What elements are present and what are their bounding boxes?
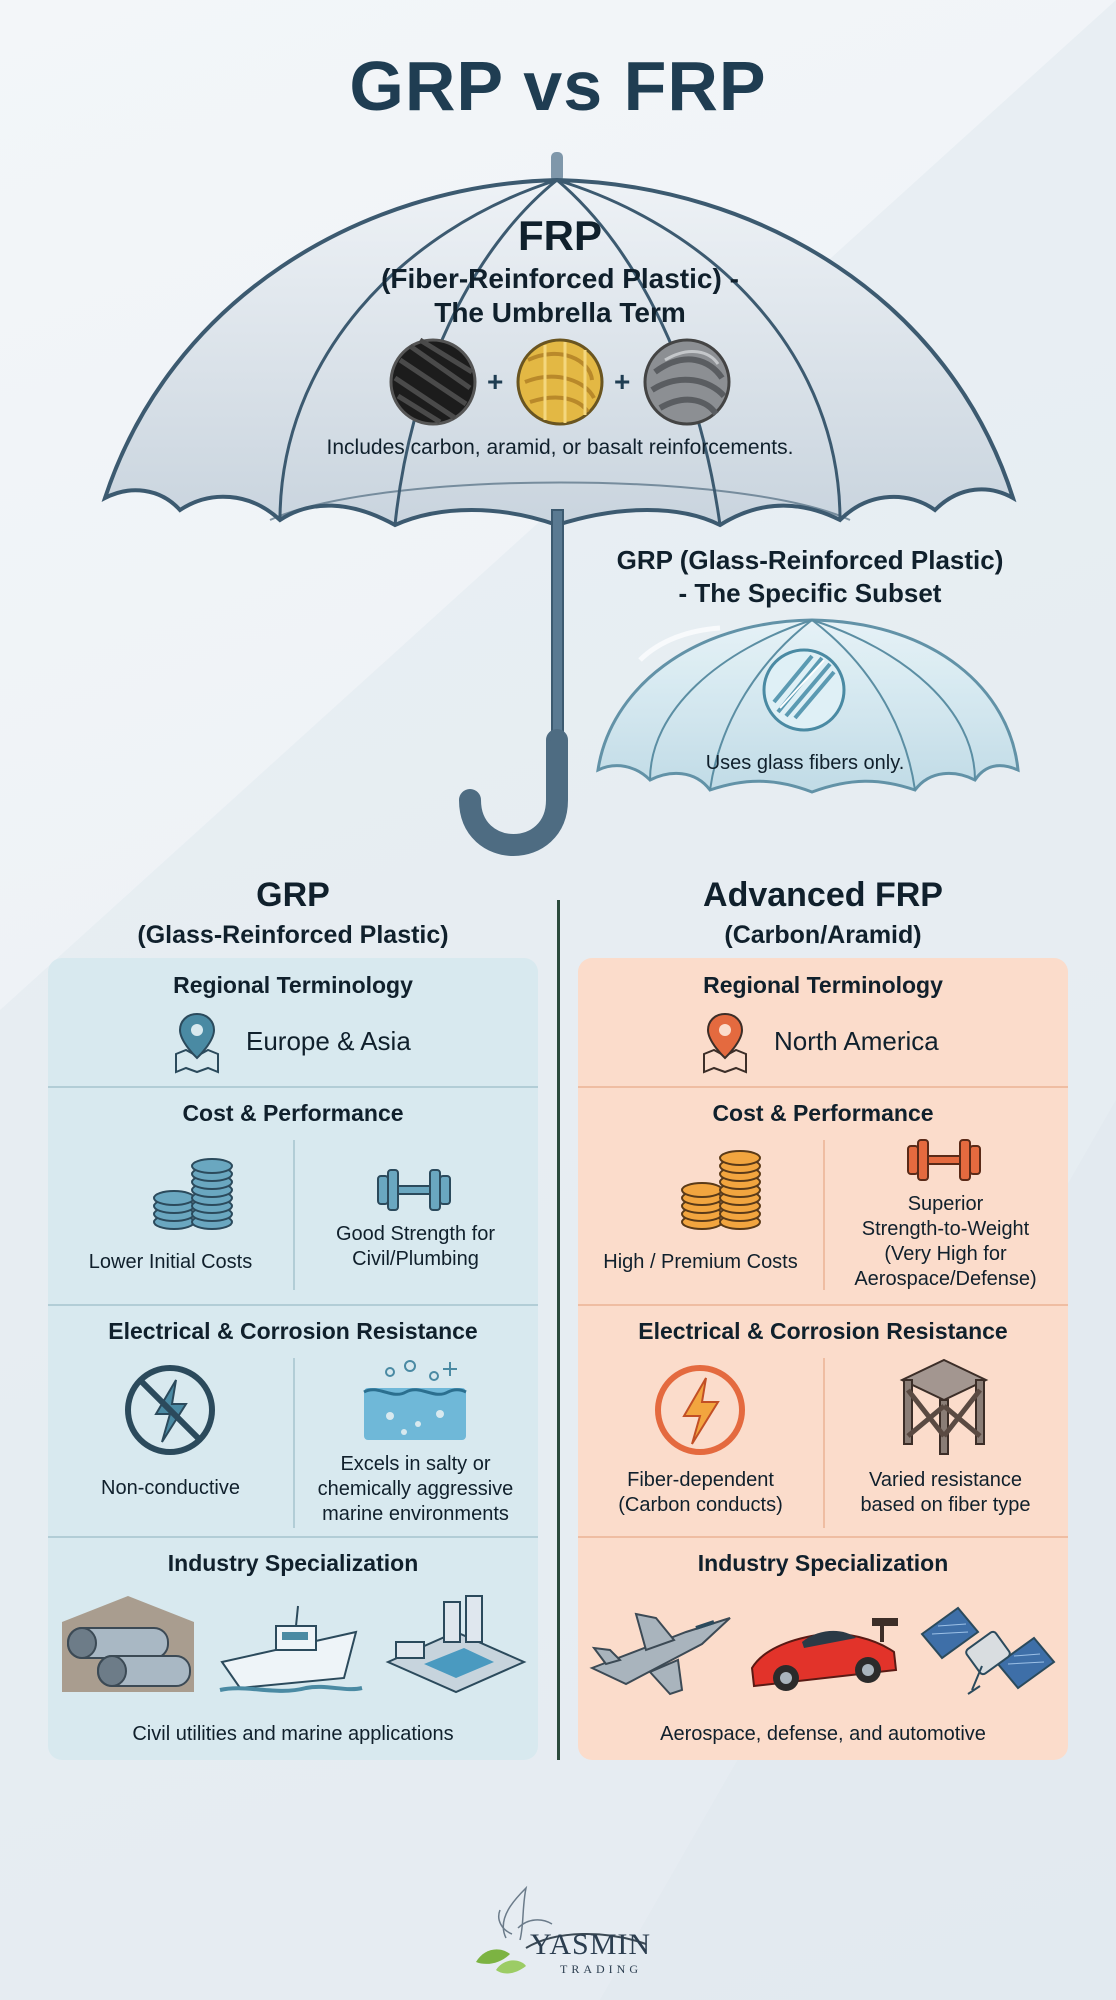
frp-corrosion-line-2: based on fiber type (860, 1494, 1031, 1516)
frp-subheading: (Carbon/Aramid) (724, 921, 922, 949)
frp-title: FRP (518, 212, 602, 259)
grp-cost-text: Lower Initial Costs (88, 1251, 253, 1273)
frp-elec-line-1: Fiber-dependent (627, 1469, 774, 1491)
grp-subset-title: GRP (Glass-Reinforced Plastic) - The Spe… (560, 544, 1060, 610)
frp-industry-title: Industry Specialization (697, 1550, 949, 1576)
grp-cost-title: Cost & Performance (182, 1100, 404, 1126)
frp-strength-line-1: Superior (907, 1193, 984, 1215)
frp-regional-title: Regional Terminology (703, 972, 943, 998)
grp-strength-line-2: Civil/Plumbing (352, 1248, 479, 1270)
main-title: GRP vs FRP (349, 47, 767, 125)
frp-cost-text: High / Premium Costs (603, 1251, 798, 1273)
column-divider (557, 900, 560, 1760)
grp-subset-text: Uses glass fibers only. (705, 752, 905, 774)
frp-column-heading: Advanced FRP (Carbon/Aramid) (578, 876, 1068, 950)
umbrella-handle (459, 729, 568, 856)
aramid-fiber-icon (516, 338, 604, 426)
truss-structure-icon (899, 1358, 989, 1455)
grp-heading: GRP (256, 876, 330, 914)
boat-icon (219, 1605, 363, 1693)
electricity-icon (655, 1365, 745, 1455)
grp-corrosion-text: Excels in salty or chemically aggressive… (293, 1452, 538, 1527)
frp-corrosion-line-1: Varied resistance (868, 1469, 1023, 1491)
grp-corrosion-line-3: marine environments (322, 1503, 509, 1525)
grp-subset-title-line-1: GRP (Glass-Reinforced Plastic) (616, 545, 1004, 575)
saltwater-icon (363, 1360, 467, 1440)
dumbbell-icon (377, 1169, 451, 1211)
grp-elec-title: Electrical & Corrosion Resistance (108, 1318, 478, 1344)
carbon-fiber-icon (389, 337, 477, 426)
no-electricity-icon (125, 1365, 215, 1455)
yasmin-trading-logo (476, 1885, 647, 1974)
frp-includes-text: Includes carbon, aramid, or basalt reinf… (326, 436, 794, 459)
grp-subheading: (Glass-Reinforced Plastic) (137, 921, 449, 949)
grp-strength-line-1: Good Strength for (336, 1223, 495, 1245)
frp-region: North America (774, 1026, 939, 1056)
grp-region: Europe & Asia (246, 1026, 411, 1056)
frp-strength-text: Superior Strength-to-Weight (Very High f… (823, 1192, 1068, 1292)
frp-corrosion-text: Varied resistance based on fiber type (823, 1468, 1068, 1518)
frp-strength-line-2: Strength-to-Weight (861, 1218, 1030, 1240)
logo-subtitle: TRADING (560, 1962, 642, 1976)
glass-fiber-icon (762, 648, 846, 732)
frp-heading: Advanced FRP (703, 876, 943, 914)
frp-cost-title: Cost & Performance (712, 1100, 934, 1126)
plus-sign: + (487, 366, 504, 397)
frp-subtitle-line-1: (Fiber-Reinforced Plastic) - (381, 263, 739, 294)
grp-corrosion-line-1: Excels in salty or (340, 1453, 491, 1475)
plus-sign: + (614, 366, 631, 397)
pipes-icon (62, 1596, 194, 1692)
grp-corrosion-line-2: chemically aggressive (317, 1478, 514, 1500)
basalt-fiber-icon (643, 338, 731, 426)
frp-subtitle: (Fiber-Reinforced Plastic) - The Umbrell… (300, 262, 820, 330)
dumbbell-icon (907, 1139, 981, 1181)
logo-name: YASMIN (530, 1928, 652, 1961)
sports-car-icon (750, 1618, 898, 1691)
grp-subset-title-line-2: - The Specific Subset (678, 578, 942, 608)
frp-panel: Regional Terminology North America Cost … (578, 958, 1068, 1760)
fighter-jet-icon (589, 1612, 731, 1696)
frp-subtitle-line-2: The Umbrella Term (434, 297, 686, 328)
frp-industry-text: Aerospace, defense, and automotive (660, 1723, 986, 1745)
umbrella-tip (551, 152, 563, 182)
map-pin-icon (703, 1012, 747, 1074)
grp-industry-title: Industry Specialization (167, 1550, 419, 1576)
treatment-plant-icon (385, 1595, 527, 1694)
grp-panel: Regional Terminology Europe & Asia Cost … (48, 958, 538, 1760)
frp-elec-text: Fiber-dependent (Carbon conducts) (578, 1468, 823, 1518)
grp-industry-text: Civil utilities and marine applications (132, 1723, 454, 1745)
coins-icon (681, 1150, 761, 1230)
coins-icon (153, 1158, 233, 1230)
map-pin-icon (175, 1012, 219, 1074)
satellite-icon (920, 1606, 1056, 1695)
grp-strength-text: Good Strength for Civil/Plumbing (293, 1222, 538, 1272)
frp-strength-line-4: Aerospace/Defense) (854, 1268, 1037, 1290)
umbrella-illustration (101, 152, 1020, 856)
frp-strength-line-3: (Very High for (884, 1243, 1007, 1265)
grp-column-heading: GRP (Glass-Reinforced Plastic) (48, 876, 538, 950)
frp-elec-line-2: (Carbon conducts) (618, 1494, 783, 1516)
grp-elec-text: Non-conductive (101, 1477, 240, 1499)
grp-regional-title: Regional Terminology (173, 972, 413, 998)
frp-elec-title: Electrical & Corrosion Resistance (638, 1318, 1008, 1344)
